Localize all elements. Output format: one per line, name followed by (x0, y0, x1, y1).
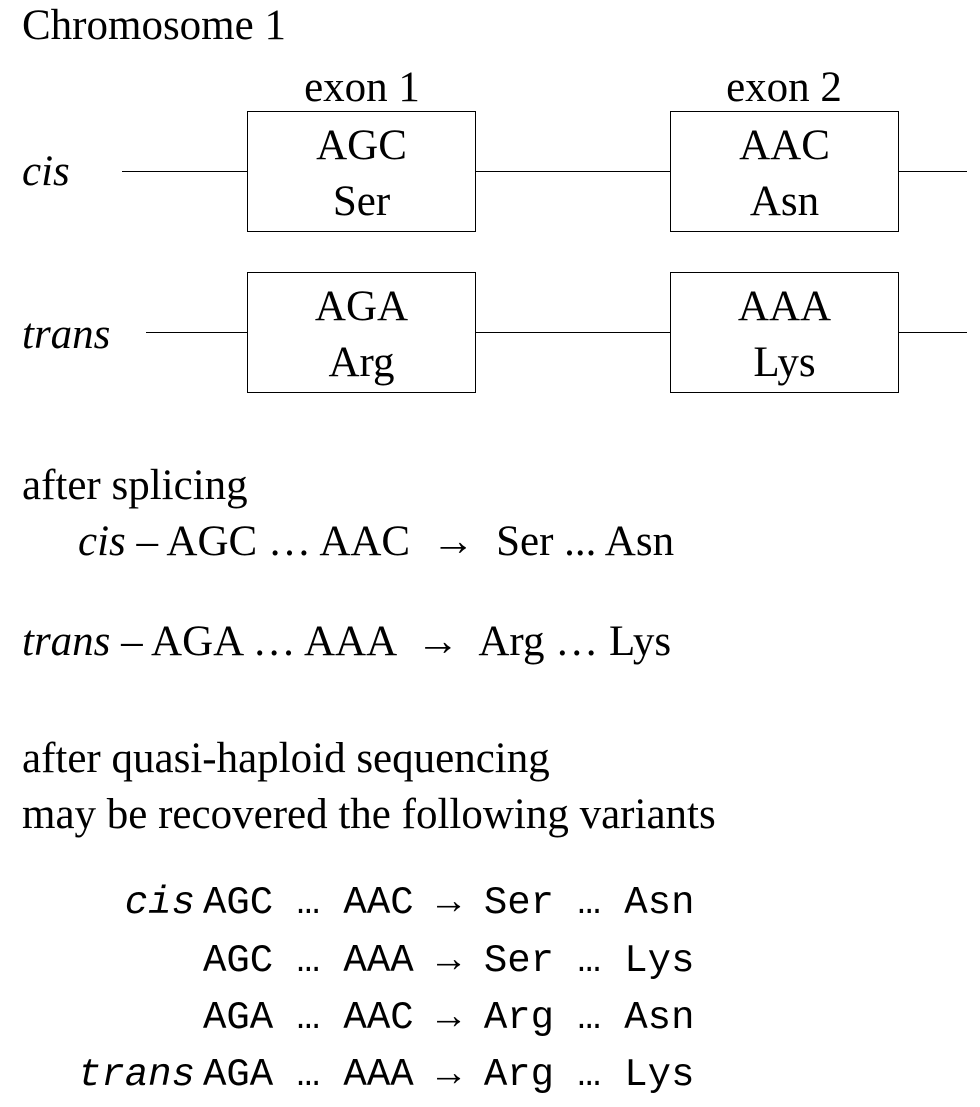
strand-label: cis (78, 518, 126, 565)
intron-line (122, 171, 248, 172)
variant-sequence: AGA … AAA → Arg … Lys (203, 1053, 695, 1097)
amino-acid: Arg (328, 339, 395, 386)
exon-2-label: exon 2 (726, 64, 842, 111)
trans-label: trans (22, 311, 111, 358)
variant-sequence: AGC … AAC → Ser … Asn (203, 881, 695, 925)
splicing-sequence: – AGA … AAA → Arg … Lys (110, 618, 672, 665)
splicing-row-cis: cis – AGC … AAC → Ser ... Asn (78, 520, 674, 563)
strand-label: cis (124, 881, 195, 925)
sequencing-heading-line-2: may be recovered the following variants (22, 791, 716, 838)
intron-line (897, 171, 967, 172)
intron-line (475, 332, 671, 333)
trans-exon-1-box: AGA Arg (247, 272, 476, 393)
splicing-sequence: – AGC … AAC → Ser ... Asn (125, 518, 675, 565)
intron-line (897, 332, 967, 333)
diagram-title: Chromosome 1 (22, 2, 286, 49)
amino-acid: Ser (332, 178, 391, 225)
exon-1-label: exon 1 (304, 64, 420, 111)
cis-exon-1-box: AGC Ser (247, 111, 476, 232)
codon: AAA (737, 283, 832, 330)
amino-acid: Asn (749, 178, 820, 225)
amino-acid: Lys (753, 339, 816, 386)
strand-label: trans (77, 1053, 195, 1097)
codon: AGA (314, 283, 409, 330)
cis-exon-2-box: AAC Asn (670, 111, 899, 232)
cis-label: cis (22, 148, 70, 195)
codon: AGC (316, 122, 407, 169)
sequencing-heading-line-1: after quasi-haploid sequencing (22, 735, 550, 782)
intron-line (146, 332, 248, 333)
trans-exon-2-box: AAA Lys (670, 272, 899, 393)
codon: AAC (739, 122, 830, 169)
strand-label: trans (22, 618, 111, 665)
variant-sequence: AGC … AAA → Ser … Lys (203, 939, 695, 983)
splicing-heading: after splicing (22, 462, 248, 509)
intron-line (475, 171, 671, 172)
variant-sequence: AGA … AAC → Arg … Asn (203, 996, 695, 1040)
splicing-row-trans: trans – AGA … AAA → Arg … Lys (22, 620, 671, 663)
